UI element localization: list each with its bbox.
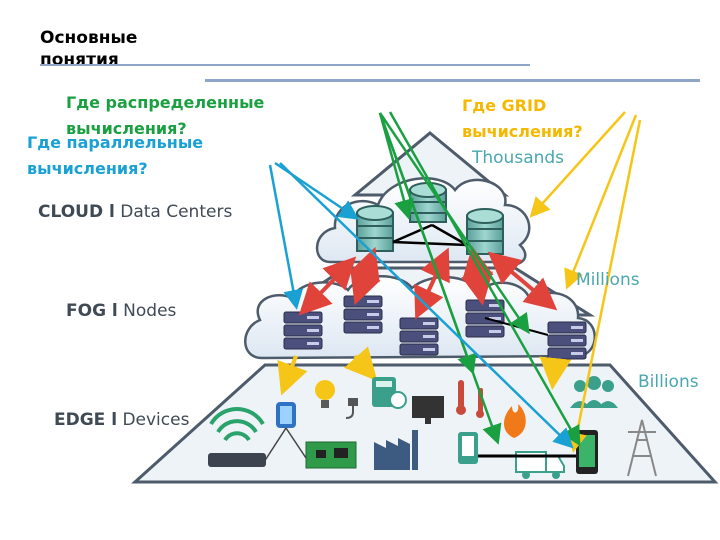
wifi-router-icon bbox=[208, 406, 266, 467]
tier-label-fog: FOG l Nodes bbox=[66, 301, 176, 321]
server-3 bbox=[399, 317, 439, 356]
edge-links bbox=[263, 427, 576, 463]
thermometer-icon bbox=[456, 380, 484, 418]
factory-icon bbox=[374, 430, 418, 470]
bulb-icon bbox=[315, 380, 335, 408]
fog-edge-arrows bbox=[277, 346, 572, 396]
calculator-icon bbox=[372, 377, 407, 409]
tier-edge-rest: Devices bbox=[117, 410, 190, 430]
tier-label-cloud: CLOUD l Data Centers bbox=[38, 202, 232, 222]
tier-cloud-bold: CLOUD l bbox=[38, 202, 115, 222]
parallel-arrows bbox=[268, 161, 574, 449]
grid-arrows bbox=[529, 111, 642, 453]
cloud-fog-arrows bbox=[298, 246, 558, 320]
circuit-board-icon bbox=[305, 441, 357, 469]
question-grid: Где GRID вычисления? bbox=[462, 96, 583, 141]
title-rule-2 bbox=[205, 79, 700, 82]
distributed-arrows bbox=[378, 111, 581, 447]
tier-label-edge: EDGE l Devices bbox=[54, 410, 189, 430]
tier-edge-bold: EDGE l bbox=[54, 410, 118, 430]
tier-cloud-rest: Data Centers bbox=[114, 202, 233, 222]
tier-fog-rest: Nodes bbox=[117, 301, 177, 321]
power-tower-icon bbox=[627, 419, 657, 477]
server-5 bbox=[547, 321, 587, 360]
question-distributed: Где распределенные вычисления? bbox=[66, 93, 265, 138]
question-parallel: Где параллельные вычисления? bbox=[27, 133, 204, 178]
count-cloud: Thousands bbox=[472, 148, 565, 168]
title-rule-1 bbox=[40, 64, 530, 66]
database-links bbox=[392, 223, 468, 247]
database-1 bbox=[356, 205, 394, 252]
monitor-icon bbox=[412, 396, 444, 424]
count-fog: Millions bbox=[576, 270, 640, 290]
fire-icon bbox=[504, 404, 526, 438]
count-edge: Billions bbox=[638, 372, 699, 392]
plug-icon bbox=[345, 398, 358, 419]
tier-fog-bold: FOG l bbox=[66, 301, 118, 321]
users-icon bbox=[570, 376, 618, 408]
smartwatch-icon bbox=[276, 402, 296, 428]
